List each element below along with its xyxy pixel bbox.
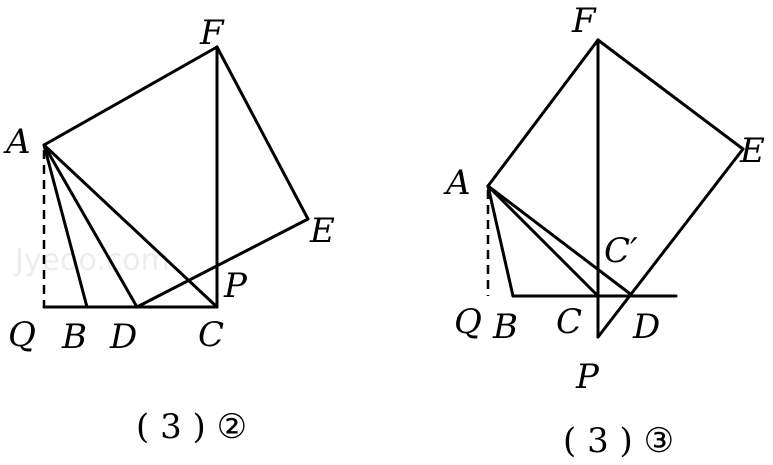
segment-AF — [42, 45, 219, 147]
watermark: Jyeoo.com — [13, 243, 170, 278]
figure-left: F A E P Q B D C ( 3 ) ② — [3, 13, 335, 447]
segment-FE — [215, 45, 310, 221]
segment-EP — [596, 147, 745, 339]
segment-AD — [486, 184, 635, 298]
label-Q: Q — [454, 302, 482, 342]
caption-right: ( 3 ) ③ — [563, 421, 674, 461]
label-B: B — [492, 307, 518, 347]
label-F: F — [571, 1, 597, 41]
segment-AB — [42, 143, 89, 309]
segment-ED — [135, 217, 310, 309]
label-A: A — [3, 122, 31, 162]
label-Q: Q — [8, 315, 36, 355]
figure-right: F E A C′ Q B C D P ( 3 ) ③ — [443, 1, 765, 461]
label-C: C — [198, 315, 224, 355]
label-B: B — [61, 317, 87, 357]
label-P: P — [575, 357, 600, 397]
segment-AF — [486, 38, 600, 188]
segment-AB — [486, 184, 515, 298]
caption-left: ( 3 ) ② — [136, 407, 247, 447]
segment-FE — [596, 38, 745, 151]
label-E: E — [309, 211, 335, 251]
label-P: P — [223, 266, 248, 306]
segment-AC — [42, 143, 219, 309]
label-C-prime: C′ — [604, 231, 638, 271]
label-E: E — [739, 131, 765, 171]
label-A: A — [443, 163, 471, 203]
segment-DA — [42, 143, 139, 309]
segment-AC — [486, 184, 600, 298]
label-C: C — [556, 302, 582, 342]
label-D: D — [632, 307, 660, 347]
label-D: D — [109, 317, 137, 357]
label-F: F — [199, 13, 225, 53]
